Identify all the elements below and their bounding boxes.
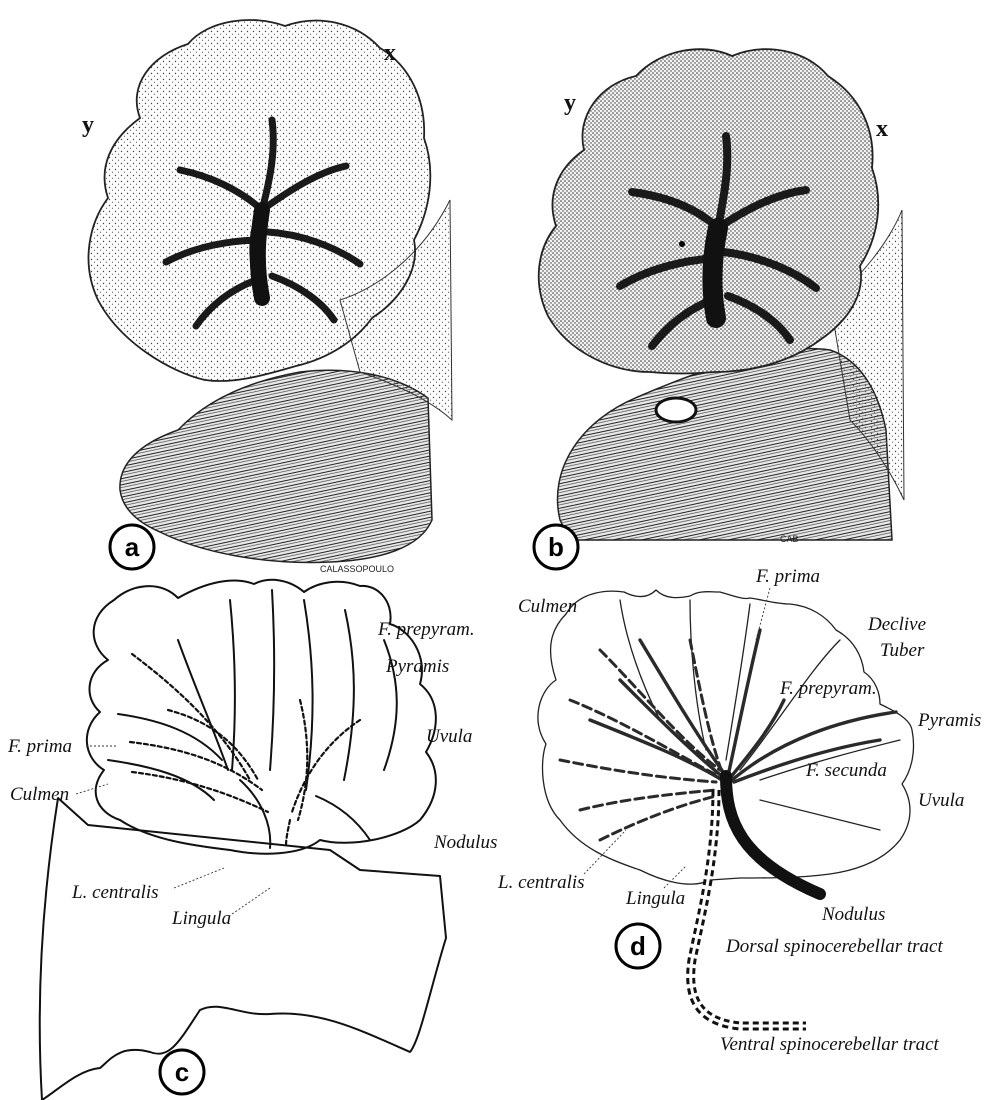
panel-d-ventral-tract [691,790,806,1026]
panel-d-label-culmen: Culmen [518,596,577,617]
panel-c-label-lingula: Lingula [171,908,231,929]
panel-a-signature: CALASSOPOULO [320,564,394,574]
panel-d-label-f-secunda: F. secunda [805,760,887,781]
panel-a-marker-y: y [82,112,94,138]
panel-c-leader-lingula [232,888,270,914]
panel-d-label-lingula: Lingula [625,888,685,909]
panel-c-label-culmen: Culmen [10,784,69,805]
panel-a: y x CALASSOPOULO a [82,20,452,574]
panel-b-pons [558,349,892,540]
panel-c-brainstem [40,798,446,1100]
panel-b-marker-y: y [564,90,576,116]
panel-c: F. prepyram. Pyramis Uvula F. prima Culm… [7,580,497,1100]
panel-d: F. prima Culmen Declive Tuber F. prepyra… [497,566,981,1055]
panel-c-label-uvula: Uvula [426,726,472,747]
panel-c-leader-l-centralis [174,868,224,888]
panel-b-cerebellum [539,49,879,373]
panel-d-cerebellum [538,590,914,884]
panel-c-label-l-centralis: L. centralis [71,882,159,903]
panel-d-label-dorsal-tract: Dorsal spinocerebellar tract [725,936,943,957]
panel-b: y x CAB b [534,49,904,569]
panel-d-badge: d [630,931,646,961]
panel-d-leader-lingula [664,866,686,888]
panel-c-leader-culmen [76,784,108,794]
panel-c-label-nodulus: Nodulus [433,832,497,853]
panel-d-label-f-prima: F. prima [755,566,820,587]
panel-b-arbor-trunk [712,228,718,318]
panel-c-label-f-prima: F. prima [7,736,72,757]
panel-a-arbor-trunk [258,210,262,298]
panel-d-label-pyramis: Pyramis [917,710,981,731]
panel-d-label-tuber: Tuber [880,640,925,661]
panel-c-fibers [130,654,360,846]
panel-d-leader-f-prima [756,588,770,640]
panel-b-marker-x: x [876,116,888,142]
panel-c-label-pyramis: Pyramis [385,656,449,677]
panel-d-label-f-prepyram: F. prepyram. [779,678,877,699]
panel-b-badge: b [548,532,564,562]
panel-b-fourth-ventricle [656,398,696,422]
panel-d-label-uvula: Uvula [918,790,964,811]
panel-d-label-l-centralis: L. centralis [497,872,585,893]
panel-c-badge: c [175,1057,189,1087]
panel-d-label-declive: Declive [867,614,926,635]
panel-d-label-nodulus: Nodulus [821,904,885,925]
panel-c-label-f-prepyram: F. prepyram. [377,619,475,640]
panel-b-signature: CAB [780,534,799,544]
panel-b-dot [679,241,685,247]
panel-a-pons [120,370,432,562]
panel-a-badge: a [125,532,140,562]
panel-d-ventral-tract-core [691,790,806,1026]
panel-d-label-ventral-tract: Ventral spinocerebellar tract [720,1034,940,1055]
panel-a-marker-x: x [384,40,396,66]
panel-c-fissures [108,590,397,848]
